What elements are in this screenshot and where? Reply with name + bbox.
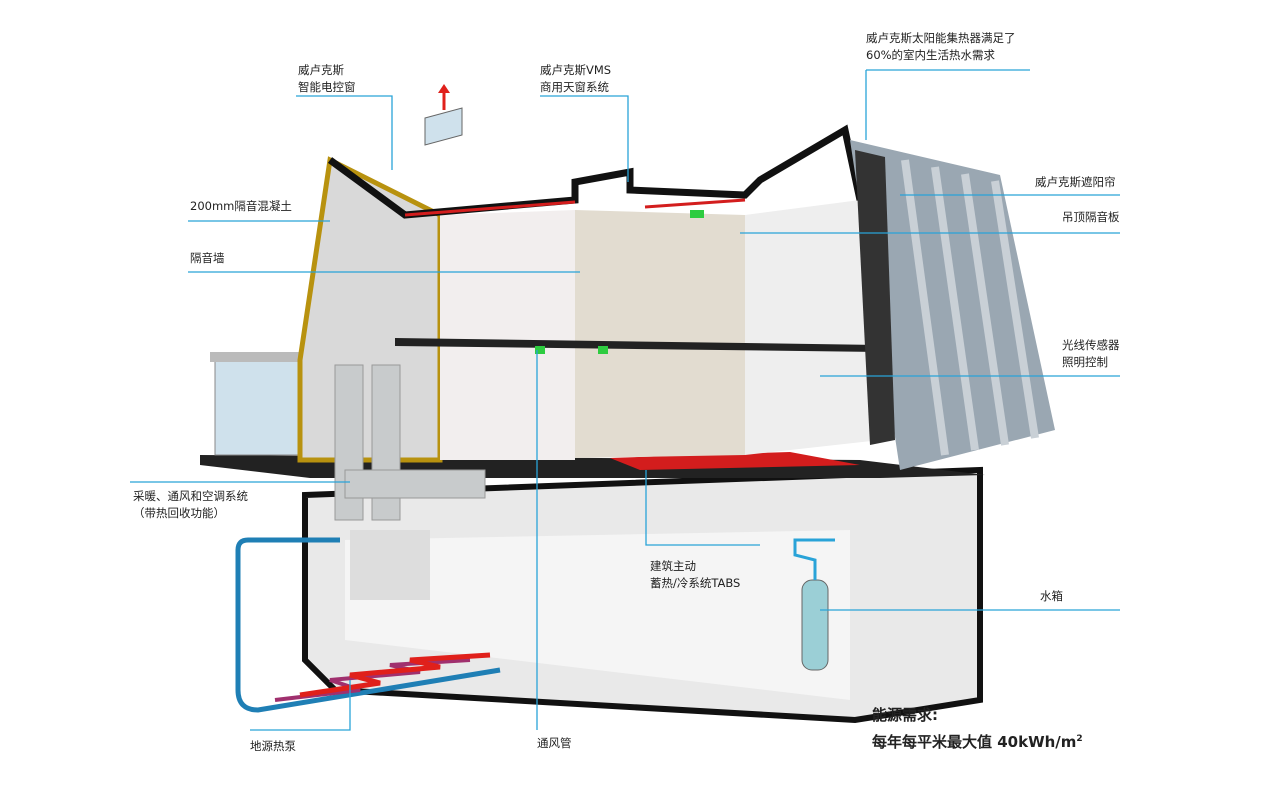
leader-lines [130, 69, 1120, 731]
label-water-tank: 水箱 [1040, 589, 1063, 603]
label-hvac: 采暖、通风和空调系统 （带热回收功能） [133, 488, 248, 522]
label-line: 威卢克斯太阳能集热器满足了 [866, 31, 1016, 45]
energy-value: 每年每平米最大值 40kWh/m [872, 733, 1077, 751]
solar-facade [850, 140, 1055, 470]
label-line: 威卢克斯VMS [540, 63, 612, 77]
label-line: 建筑主动 [650, 559, 696, 573]
label-smart-window: 威卢克斯 智能电控窗 [298, 62, 356, 96]
label-line: 商用天窗系统 [540, 80, 609, 94]
label-line: 威卢克斯 [298, 63, 344, 77]
label-blinds: 威卢克斯遮阳帘 [1035, 175, 1116, 189]
label-vent-pipe: 通风管 [537, 736, 572, 750]
label-line: 光线传感器 [1062, 338, 1120, 352]
main-building [297, 156, 443, 463]
hvac-ducts [334, 364, 486, 521]
label-line: 采暖、通风和空调系统 [133, 489, 248, 503]
water-tank [801, 579, 829, 671]
label-ground-pump: 地源热泵 [250, 739, 296, 753]
window-icon [424, 84, 463, 146]
label-line: 照明控制 [1062, 355, 1108, 369]
label-ceiling-panel: 吊顶隔音板 [1062, 210, 1120, 224]
glass-annex [214, 359, 311, 456]
middle-slab [395, 338, 880, 352]
ground-loop-pipe [235, 537, 501, 713]
label-line: 智能电控窗 [298, 80, 356, 94]
label-light-sensor: 光线传感器 照明控制 [1062, 337, 1120, 371]
label-concrete: 200mm隔音混凝土 [190, 199, 292, 213]
label-solar-collector: 威卢克斯太阳能集热器满足了 60%的室内生活热水需求 [866, 30, 1016, 64]
label-line: （带热回收功能） [133, 506, 225, 520]
label-sound-wall: 隔音墙 [190, 251, 225, 265]
energy-title: 能源需求: [872, 706, 938, 724]
label-vms-skylight: 威卢克斯VMS 商用天窗系统 [540, 62, 611, 96]
label-line: 60%的室内生活热水需求 [866, 48, 996, 62]
label-line: 蓄热/冷系统TABS [650, 576, 741, 590]
energy-superscript: 2 [1076, 734, 1083, 744]
label-tabs: 建筑主动 蓄热/冷系统TABS [650, 558, 740, 592]
energy-value-line: 每年每平米最大值 40kWh/m2 [872, 727, 1083, 754]
energy-demand: 能源需求: 每年每平米最大值 40kWh/m2 [872, 703, 1083, 754]
